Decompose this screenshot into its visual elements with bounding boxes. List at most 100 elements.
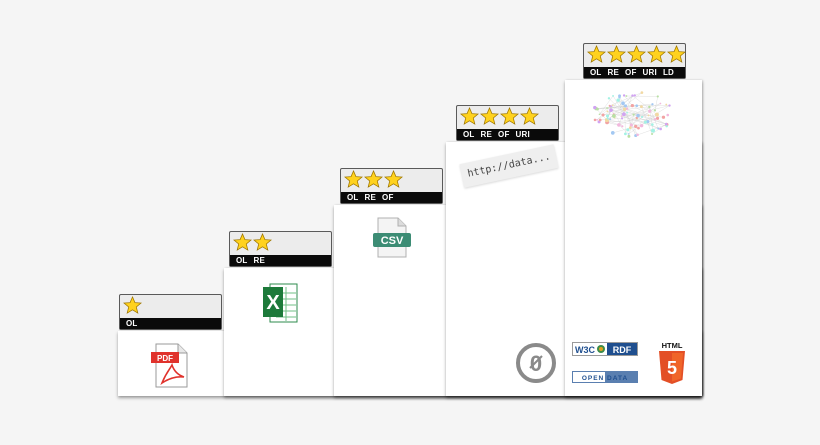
criteria-label: OL [463, 130, 475, 139]
star-icon [647, 45, 666, 63]
graph-node [606, 107, 608, 109]
graph-node [637, 126, 640, 130]
criteria-label: LD [662, 68, 675, 77]
graph-node [611, 104, 614, 107]
star-icon [480, 107, 499, 125]
graph-node [621, 125, 624, 128]
excel-label: X [266, 292, 280, 314]
criteria-label: RE [480, 130, 493, 139]
graph-node [627, 133, 630, 135]
graph-node [620, 115, 623, 117]
graph-node [593, 105, 597, 110]
graph-node [643, 120, 647, 124]
star-row [233, 233, 272, 255]
cc-zero-icon: 0 [515, 342, 557, 384]
graph-node [636, 133, 639, 137]
label-bar: OL [120, 318, 221, 329]
star-icon [384, 170, 403, 188]
graph-node [648, 109, 652, 113]
criteria-label: RE [364, 193, 377, 202]
graph-node [626, 128, 630, 132]
graph-node [626, 111, 629, 114]
w3c-rdf-badge: W3C RDF [572, 342, 638, 356]
star-icon [344, 170, 363, 188]
graph-node [608, 104, 611, 107]
graph-node [651, 128, 656, 133]
graph-node [657, 127, 660, 130]
star-icon [460, 107, 479, 125]
criteria-label: URI [515, 130, 530, 139]
graph-node [640, 105, 643, 109]
graph-node [633, 94, 636, 97]
graph-node [665, 103, 668, 106]
graph-node [656, 95, 659, 98]
pdf-label: PDF [157, 354, 173, 363]
graph-node [618, 94, 621, 98]
graph-node [651, 103, 654, 106]
html5-number: 5 [667, 358, 677, 378]
graph-node [624, 132, 627, 136]
graph-node [605, 114, 610, 118]
html5-text: HTML [662, 341, 683, 350]
graph-node [593, 118, 597, 122]
criteria-label: RE [253, 256, 266, 265]
graph-node [609, 108, 613, 112]
criteria-label: OF [625, 68, 637, 77]
graph-node [606, 117, 609, 120]
rating-badge-3: OL RE OF [340, 168, 443, 204]
rating-badge-1: OL [119, 294, 222, 330]
graph-node [659, 127, 662, 131]
graph-node [653, 118, 657, 121]
graph-node [639, 123, 644, 128]
graph-node [664, 122, 668, 126]
html5-icon: HTML 5 [656, 340, 688, 386]
graph-node [621, 101, 625, 106]
graph-node [635, 116, 638, 120]
criteria-label: OF [382, 193, 394, 202]
graph-node [647, 114, 650, 117]
graph-node [606, 110, 609, 113]
linked-data-cloud-icon [590, 88, 676, 140]
rdf-label: RDF [613, 345, 632, 355]
star-icon [607, 45, 626, 63]
graph-node [612, 94, 614, 97]
graph-node [661, 115, 666, 119]
star-icon [123, 296, 142, 314]
criteria-label: URI [642, 68, 657, 77]
graph-node [628, 126, 632, 130]
graph-node [655, 116, 660, 120]
graph-node [611, 114, 616, 118]
star-icon [500, 107, 519, 125]
graph-node [632, 113, 635, 116]
graph-node [659, 102, 662, 105]
graph-node [616, 98, 620, 102]
graph-node [596, 118, 598, 121]
label-bar: OL RE OF [341, 192, 442, 203]
star-row [460, 107, 539, 129]
criteria-label: OL [347, 193, 359, 202]
graph-node [598, 118, 602, 122]
graph-node [633, 124, 638, 129]
graph-node [653, 109, 657, 112]
excel-spreadsheet-icon: X [262, 281, 298, 323]
pdf-file-icon: PDF [150, 343, 190, 388]
csv-file-icon: CSV [372, 217, 412, 259]
graph-node [646, 119, 650, 124]
graph-node [598, 113, 601, 116]
star-icon [520, 107, 539, 125]
graph-node [631, 94, 634, 97]
graph-node [636, 113, 640, 118]
star-icon [627, 45, 646, 63]
open-data-label: OPEN DATA [582, 375, 628, 382]
star-icon [253, 233, 272, 251]
criteria-label: OL [590, 68, 602, 77]
graph-node [648, 105, 651, 109]
graph-node [601, 113, 605, 117]
graph-node [630, 104, 635, 108]
graph-node [609, 118, 612, 121]
